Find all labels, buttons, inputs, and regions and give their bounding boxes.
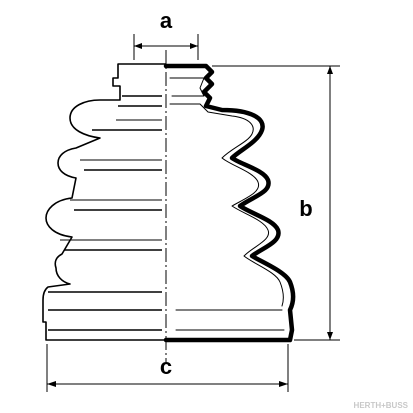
dimension-label-c: c bbox=[160, 354, 172, 379]
dimension-label-b: b bbox=[299, 196, 312, 221]
dimension-b bbox=[212, 65, 340, 341]
brand-watermark: HERTH+BUSS bbox=[354, 401, 409, 410]
boot-section-profile bbox=[163, 63, 296, 343]
dimension-c bbox=[46, 344, 289, 392]
dimension-label-a: a bbox=[160, 8, 173, 33]
boot-external-outline bbox=[42, 63, 166, 341]
dimension-a bbox=[133, 34, 199, 60]
